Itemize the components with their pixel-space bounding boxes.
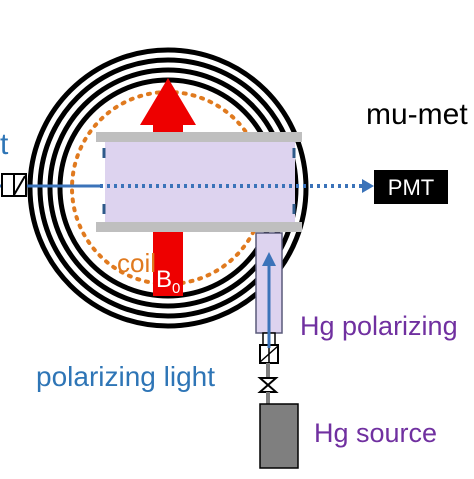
light-label-fragment: t bbox=[0, 128, 9, 161]
hg-polarizing-label: Hg polarizing bbox=[300, 311, 458, 341]
coil-label: coil bbox=[117, 248, 156, 278]
b0-label: B0 bbox=[156, 266, 180, 297]
left-polarizer-icon bbox=[1, 173, 27, 197]
probe-beam-arrowhead bbox=[362, 179, 374, 193]
polarizing-light-label: polarizing light bbox=[36, 361, 215, 392]
pmt-label: PMT bbox=[388, 175, 434, 200]
bottom-electrode bbox=[96, 222, 302, 232]
hg-source-label: Hg source bbox=[314, 418, 437, 448]
top-electrode bbox=[96, 132, 302, 142]
cell-body bbox=[105, 140, 295, 222]
hg-source-block bbox=[259, 403, 299, 469]
valve-icon bbox=[257, 377, 279, 393]
b0-subscript: 0 bbox=[172, 280, 180, 297]
mu-metal-label: mu-met bbox=[366, 98, 468, 131]
b0-field-arrow bbox=[140, 78, 196, 296]
precession-cell bbox=[96, 132, 302, 232]
pmt-box bbox=[374, 170, 448, 204]
b0-main: B bbox=[156, 266, 172, 293]
pump-beam-arrowhead bbox=[262, 252, 276, 266]
